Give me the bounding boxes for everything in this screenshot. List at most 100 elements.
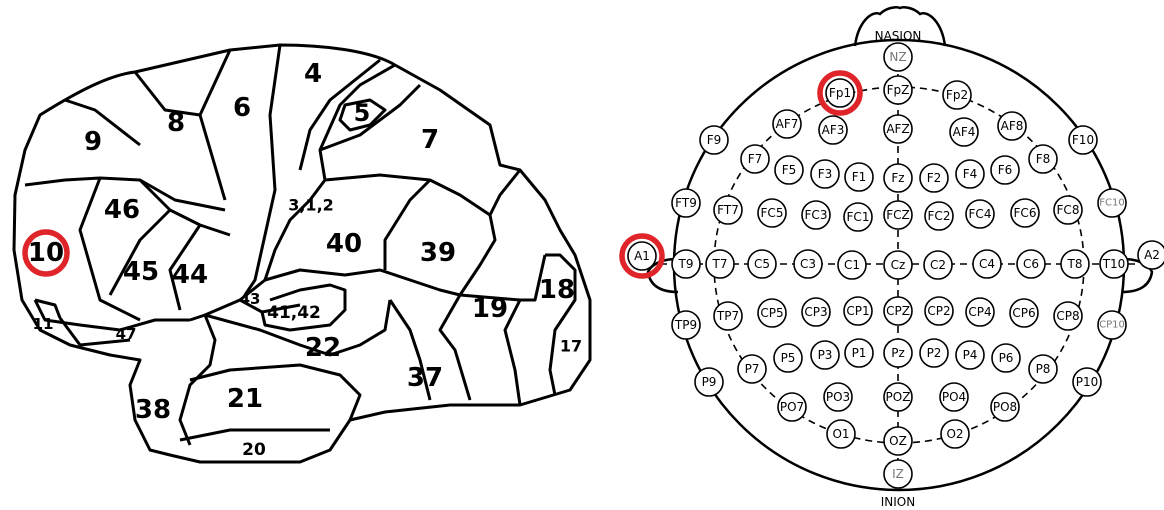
electrode-label: IZ — [892, 467, 904, 481]
electrode-f9: F9 — [700, 126, 728, 154]
electrode-p2: P2 — [920, 339, 948, 367]
electrode-cp10: CP10 — [1098, 311, 1126, 339]
electrode-fcz: FCZ — [884, 201, 912, 229]
electrode-label: C5 — [754, 257, 770, 271]
electrode-label: CP1 — [846, 304, 869, 318]
electrode-label: Fp2 — [946, 88, 968, 102]
electrode-label: F3 — [818, 167, 833, 181]
electrode-c6: C6 — [1017, 250, 1045, 278]
electrode-fc6: FC6 — [1011, 199, 1039, 227]
electrode-label: C2 — [930, 258, 946, 272]
electrode-fc8: FC8 — [1054, 196, 1082, 224]
electrode-f4: F4 — [956, 160, 984, 188]
area-label-38: 38 — [135, 395, 171, 425]
electrode-p5: P5 — [774, 344, 802, 372]
area-label-20: 20 — [242, 440, 266, 460]
electrode-label: FC4 — [969, 207, 992, 221]
electrode-label: CP3 — [804, 305, 827, 319]
electrode-group: NZFp1FpZFp2AF7AF3AFZAF4AF8F9F7F5F3F1FzF2… — [622, 43, 1164, 488]
electrode-c5: C5 — [748, 250, 776, 278]
electrode-cp6: CP6 — [1010, 299, 1038, 327]
electrode-label: AF4 — [953, 125, 976, 139]
electrode-label: FC1 — [847, 210, 870, 224]
electrode-label: PO4 — [942, 390, 966, 404]
electrode-tp9: TP9 — [672, 311, 700, 339]
electrode-label: O1 — [832, 427, 849, 441]
electrode-p3: P3 — [811, 341, 839, 369]
electrode-oz: OZ — [884, 427, 912, 455]
electrode-label: POZ — [886, 390, 911, 404]
electrode-label: TP7 — [716, 309, 739, 323]
electrode-label: F2 — [927, 171, 942, 185]
electrode-label: FC5 — [761, 206, 784, 220]
electrode-label: T8 — [1067, 257, 1083, 271]
electrode-label: T7 — [712, 257, 728, 271]
electrode-a2: A2 — [1138, 241, 1164, 269]
electrode-fc2: FC2 — [925, 202, 953, 230]
electrode-label: F7 — [748, 152, 763, 166]
electrode-label: Fp1 — [829, 86, 851, 100]
electrode-p10: P10 — [1073, 368, 1101, 396]
electrode-label: C6 — [1023, 257, 1039, 271]
electrode-fz: Fz — [884, 164, 912, 192]
electrode-af8: AF8 — [998, 112, 1026, 140]
electrode-tp7: TP7 — [714, 302, 742, 330]
electrode-c1: C1 — [838, 251, 866, 279]
electrode-label: AF8 — [1001, 119, 1024, 133]
area-label-44: 44 — [172, 260, 208, 290]
electrode-t8: T8 — [1061, 250, 1089, 278]
electrode-f7: F7 — [741, 145, 769, 173]
electrode-fc10: FC10 — [1098, 189, 1126, 217]
area-label-37: 37 — [407, 363, 443, 393]
electrode-nz: NZ — [884, 43, 912, 71]
area-label-7: 7 — [421, 125, 439, 155]
electrode-po4: PO4 — [940, 383, 968, 411]
electrode-label: A2 — [1144, 248, 1160, 262]
electrode-label: F10 — [1072, 133, 1094, 147]
electrode-label: CP4 — [968, 305, 991, 319]
electrode-label: Pz — [891, 346, 905, 360]
electrode-label: A1 — [634, 249, 650, 263]
area-label-18: 18 — [539, 275, 575, 305]
electrode-label: P6 — [999, 351, 1014, 365]
electrode-label: P10 — [1076, 375, 1099, 389]
electrode-label: C1 — [844, 258, 860, 272]
area-label-19: 19 — [472, 294, 508, 324]
area-label-4: 4 — [304, 59, 322, 89]
electrode-label: F4 — [963, 167, 978, 181]
area-label-5: 5 — [354, 99, 371, 127]
area-label-3-1-2: 3,1,2 — [288, 196, 334, 215]
electrode-label: FC3 — [805, 208, 828, 222]
area-label-39: 39 — [420, 238, 456, 268]
electrode-label: P2 — [927, 346, 942, 360]
electrode-label: F6 — [998, 163, 1013, 177]
electrode-label: Cz — [891, 258, 906, 272]
electrode-c4: C4 — [973, 250, 1001, 278]
electrode-fp1: Fp1 — [820, 73, 860, 113]
electrode-label: PO8 — [993, 400, 1017, 414]
electrode-ft9: FT9 — [672, 189, 700, 217]
electrode-label: FC8 — [1057, 203, 1080, 217]
electrode-label: FCZ — [886, 208, 910, 222]
electrode-label: NZ — [889, 50, 906, 64]
electrode-p1: P1 — [845, 339, 873, 367]
electrode-f2: F2 — [920, 164, 948, 192]
electrode-c2: C2 — [924, 251, 952, 279]
electrode-p9: P9 — [695, 368, 723, 396]
electrode-label: T9 — [678, 257, 694, 271]
electrode-poz: POZ — [884, 383, 912, 411]
area-label-6: 6 — [233, 93, 251, 123]
electrode-label: CPZ — [886, 304, 910, 318]
area-label-45: 45 — [123, 257, 159, 287]
electrode-pz: Pz — [884, 339, 912, 367]
nasion-label: NASION — [875, 29, 922, 43]
electrode-cp5: CP5 — [758, 299, 786, 327]
electrode-iz: IZ — [884, 460, 912, 488]
area-label-9: 9 — [84, 127, 102, 157]
electrode-label: AFZ — [886, 122, 909, 136]
electrode-cpz: CPZ — [884, 297, 912, 325]
electrode-po8: PO8 — [991, 393, 1019, 421]
